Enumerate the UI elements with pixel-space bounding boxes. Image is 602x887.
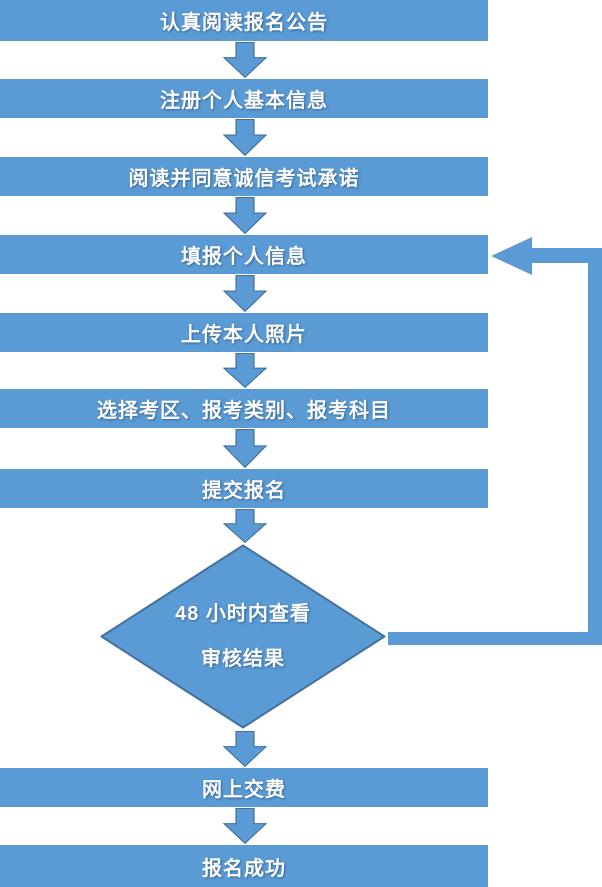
decision-label: 48 小时内查看 审核结果 <box>100 544 386 729</box>
flow-step-3: 阅读并同意诚信考试承诺 <box>0 157 488 196</box>
flow-step-label: 阅读并同意诚信考试承诺 <box>128 168 360 190</box>
flow-step-4: 填报个人信息 <box>0 235 488 274</box>
flow-step-label: 网上交费 <box>202 779 286 801</box>
down-arrow-icon <box>223 509 267 543</box>
flow-step-label: 认真阅读报名公告 <box>160 12 328 34</box>
down-arrow-icon <box>223 429 267 468</box>
flow-step-6: 选择考区、报考类别、报考科目 <box>0 389 488 428</box>
flow-step-label: 报名成功 <box>202 857 286 880</box>
down-arrow-icon <box>223 197 267 234</box>
flow-step-label: 上传本人照片 <box>181 324 307 346</box>
left-arrow-icon <box>491 237 532 275</box>
flow-step-7: 提交报名 <box>0 469 488 508</box>
flow-step-9: 报名成功 <box>0 845 488 887</box>
flow-step-label: 提交报名 <box>202 480 286 502</box>
feedback-line-bottom <box>388 632 602 645</box>
decision-label-line2: 审核结果 <box>201 647 285 670</box>
down-arrow-icon <box>223 275 267 312</box>
down-arrow-icon <box>223 353 267 388</box>
flow-step-label: 注册个人基本信息 <box>160 90 328 112</box>
down-arrow-icon <box>223 808 267 844</box>
feedback-line-vertical <box>588 248 602 645</box>
down-arrow-icon <box>223 119 267 156</box>
flow-step-label: 选择考区、报考类别、报考科目 <box>97 400 391 422</box>
feedback-line-top <box>532 248 602 263</box>
flow-step-5: 上传本人照片 <box>0 313 488 352</box>
flow-step-label: 填报个人信息 <box>181 246 307 268</box>
decision-diamond: 48 小时内查看 审核结果 <box>100 544 386 729</box>
decision-label-line1: 48 小时内查看 <box>175 602 311 625</box>
flow-step-8: 网上交费 <box>0 768 488 807</box>
flow-step-1: 认真阅读报名公告 <box>0 0 488 41</box>
down-arrow-icon <box>223 42 267 78</box>
flow-step-2: 注册个人基本信息 <box>0 79 488 118</box>
down-arrow-icon <box>223 731 267 767</box>
